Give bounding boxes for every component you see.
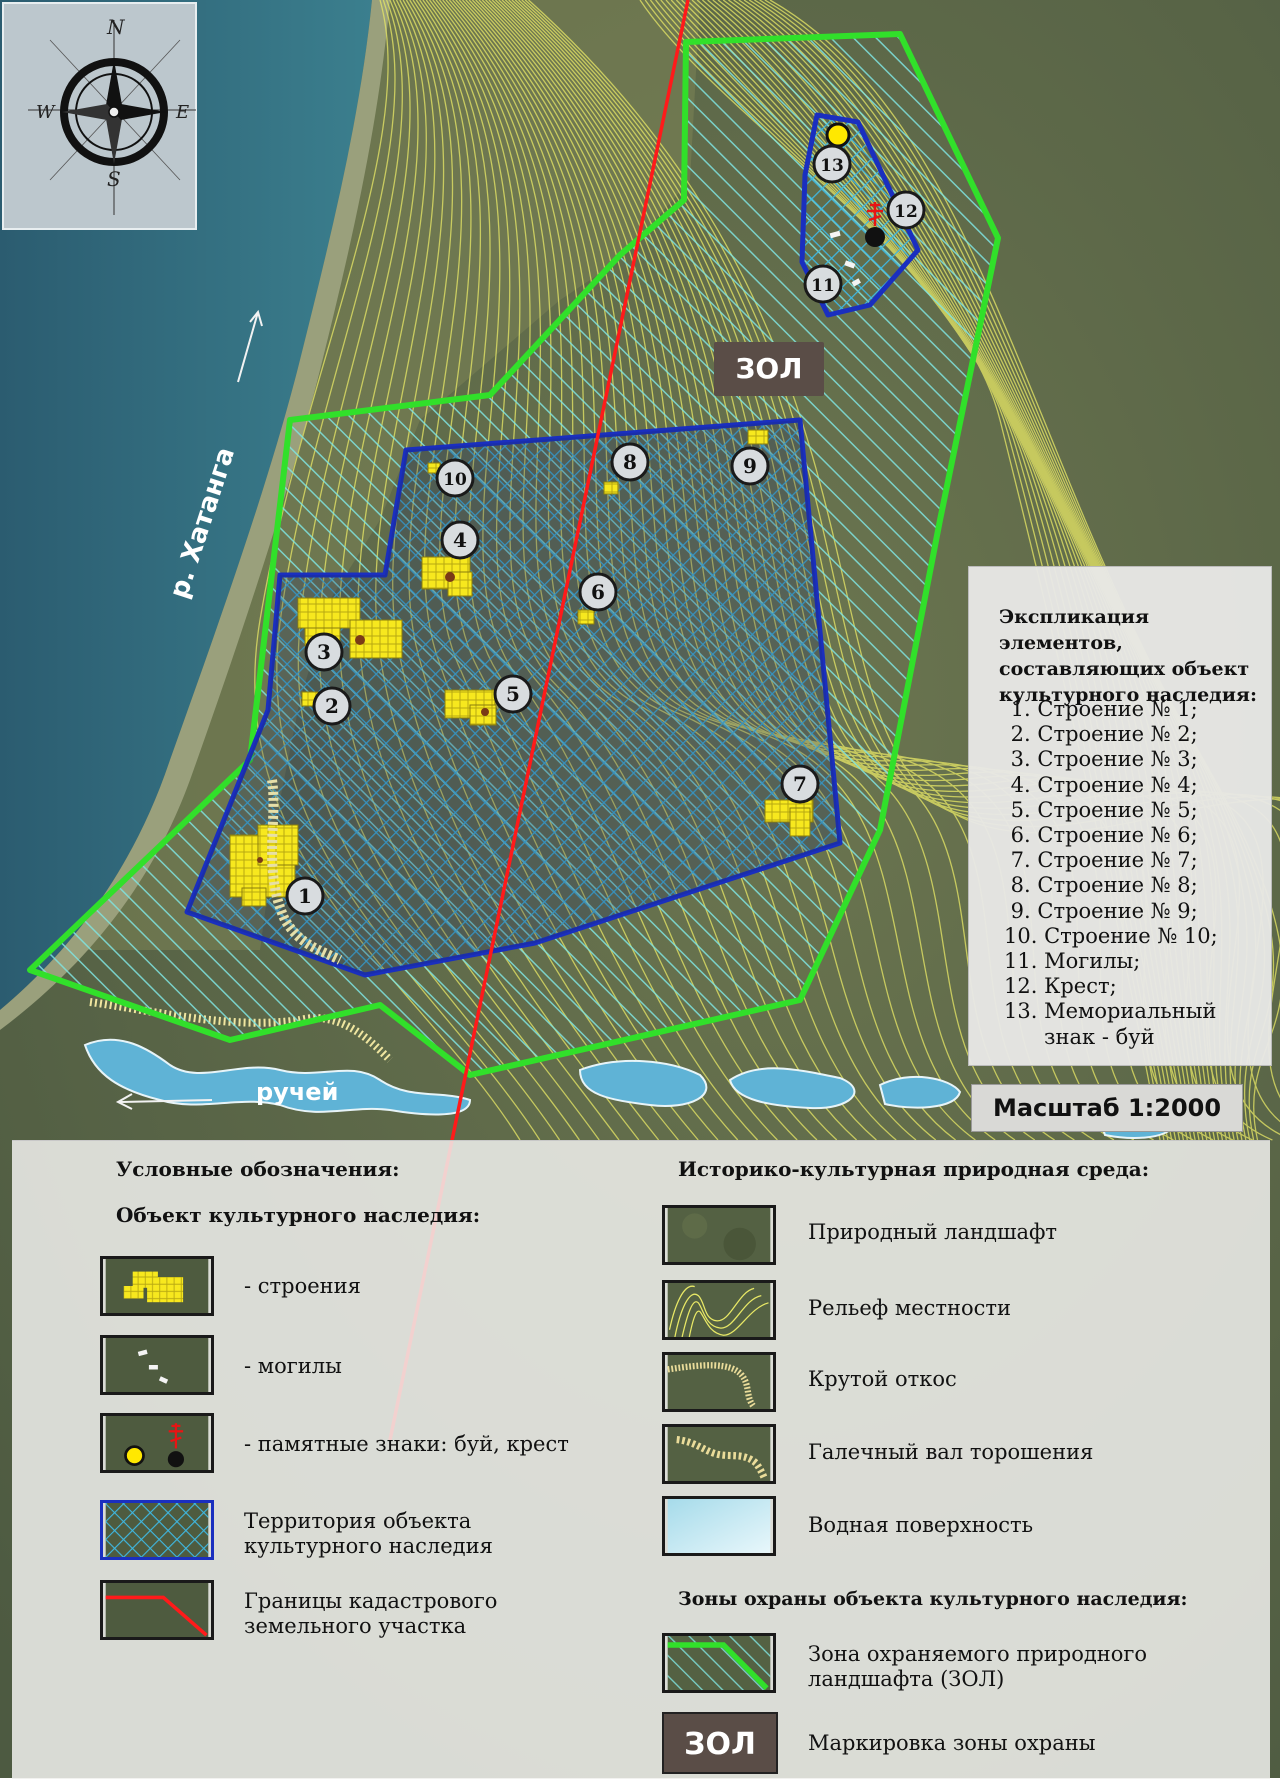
legend-swatch-water xyxy=(662,1496,776,1556)
memorial-buoy xyxy=(825,122,851,148)
map-marker: 6 xyxy=(578,572,618,612)
explication-item: 4. Строение № 4; xyxy=(1004,772,1198,797)
map-marker-label: 10 xyxy=(443,470,467,490)
map-marker: 5 xyxy=(493,674,533,714)
map-marker-label: 3 xyxy=(317,640,331,664)
compass-east: E xyxy=(175,102,189,123)
legend-memorials-label: - памятные знаки: буй, крест xyxy=(244,1432,569,1456)
map-marker-label: 4 xyxy=(453,528,467,552)
explication-item: 11. Могилы; xyxy=(1004,949,1141,974)
legend-title: Условные обозначения: xyxy=(116,1157,400,1181)
legend-slope-label: Крутой откос xyxy=(808,1367,957,1391)
explication-item: 12. Крест; xyxy=(1004,974,1117,999)
explication-item: 13. Мемориальный xyxy=(1004,999,1217,1024)
legend-relief-label: Рельеф местности xyxy=(808,1296,1012,1320)
legend-zol-line2: ландшафта (ЗОЛ) xyxy=(808,1667,1005,1691)
legend-environment-heading: Историко-культурная природная среда: xyxy=(678,1157,1150,1181)
legend-swatch-graves xyxy=(100,1335,214,1395)
map-marker-label: 9 xyxy=(743,454,757,478)
map-marker-label: 6 xyxy=(591,580,605,604)
legend-swatch-zol xyxy=(662,1633,776,1693)
map-marker-label: 8 xyxy=(623,450,637,474)
river-flow-arrow xyxy=(237,309,263,383)
map-marker-label: 12 xyxy=(894,202,918,222)
stream-label: ручей xyxy=(256,1078,338,1106)
legend-swatch-natural xyxy=(662,1205,776,1265)
legend-territory-line1: Территория объекта xyxy=(244,1509,472,1533)
explication-item: 8. Строение № 8; xyxy=(1004,873,1198,898)
legend-buildings-label: - строения xyxy=(244,1274,361,1298)
map-marker: 7 xyxy=(780,764,820,804)
zone-label: ЗОЛ xyxy=(714,342,824,396)
legend-zol-marking-badge: ЗОЛ xyxy=(662,1712,778,1774)
legend-swatch-relief xyxy=(662,1280,776,1340)
explication-panel xyxy=(968,566,1272,1066)
map-marker: 1 xyxy=(285,876,325,916)
map-marker: 11 xyxy=(803,264,843,304)
stream-flow-arrow xyxy=(115,1093,213,1110)
legend-water-label: Водная поверхность xyxy=(808,1513,1034,1537)
compass-south: S xyxy=(107,167,121,191)
explication-item: 5. Строение № 5; xyxy=(1004,797,1198,822)
legend-pebble-label: Галечный вал торошения xyxy=(808,1440,1094,1464)
legend-swatch-pebble xyxy=(662,1424,776,1484)
legend-heritage-heading: Объект культурного наследия: xyxy=(116,1203,481,1227)
explication-item: 3. Строение № 3; xyxy=(1004,747,1198,772)
explication-item: 2. Строение № 2; xyxy=(1004,722,1198,747)
legend-swatch-cadastral xyxy=(100,1580,214,1640)
compass-west: W xyxy=(36,102,56,123)
explication-list: 1. Строение № 1; 2. Строение № 2; 3. Стр… xyxy=(1004,697,1218,1050)
compass-rose: N S W E xyxy=(2,2,197,230)
map-marker-label: 11 xyxy=(811,276,835,296)
explication-item: 7. Строение № 7; xyxy=(1004,848,1198,873)
cross-icon xyxy=(867,202,883,226)
map-marker: 2 xyxy=(312,686,352,726)
legend-territory-line2: культурного наследия xyxy=(244,1534,493,1558)
legend-natural-label: Природный ландшафт xyxy=(808,1220,1058,1244)
explication-item: 6. Строение № 6; xyxy=(1004,823,1198,848)
explication-item: 9. Строение № 9; xyxy=(1004,898,1198,923)
legend-swatch-slope xyxy=(662,1352,776,1412)
steep-slope xyxy=(89,998,393,1063)
legend-zones-heading: Зоны охраны объекта культурного наследия… xyxy=(678,1588,1188,1610)
legend-zol-line1: Зона охраняемого природного xyxy=(808,1642,1148,1666)
explication-item: 10. Строение № 10; xyxy=(1004,923,1218,948)
compass-north: N xyxy=(106,15,126,39)
map-marker: 12 xyxy=(886,190,926,230)
legend-cadastral-line1: Границы кадастрового xyxy=(244,1589,498,1613)
legend-swatch-territory xyxy=(100,1500,214,1560)
map-marker: 13 xyxy=(812,144,852,184)
scale-label: Масштаб 1:2000 xyxy=(971,1084,1243,1132)
map-marker: 3 xyxy=(304,632,344,672)
river-khatanga xyxy=(0,0,372,1010)
legend-panel xyxy=(12,1140,1270,1779)
legend-swatch-buildings xyxy=(100,1256,214,1316)
explication-item: знак - буй xyxy=(1004,1024,1155,1049)
explication-title: Экспликация элементов, составляющих объе… xyxy=(999,606,1257,706)
map-marker: 9 xyxy=(730,446,770,486)
map-marker-label: 13 xyxy=(820,156,844,176)
legend-cadastral-line2: земельного участка xyxy=(244,1614,467,1638)
map-marker: 4 xyxy=(440,520,480,560)
explication-item: 1. Строение № 1; xyxy=(1004,697,1198,721)
map-marker-label: 1 xyxy=(298,884,312,908)
legend-marking-label: Маркировка зоны охраны xyxy=(808,1731,1096,1755)
legend-graves-label: - могилы xyxy=(244,1354,342,1378)
map-marker-label: 5 xyxy=(506,682,520,706)
legend-swatch-memorials xyxy=(100,1413,214,1473)
map-marker-label: 7 xyxy=(793,772,807,796)
map-marker-label: 2 xyxy=(325,694,339,718)
map-marker: 10 xyxy=(435,458,475,498)
map-marker: 8 xyxy=(610,442,650,482)
graves xyxy=(829,230,861,287)
